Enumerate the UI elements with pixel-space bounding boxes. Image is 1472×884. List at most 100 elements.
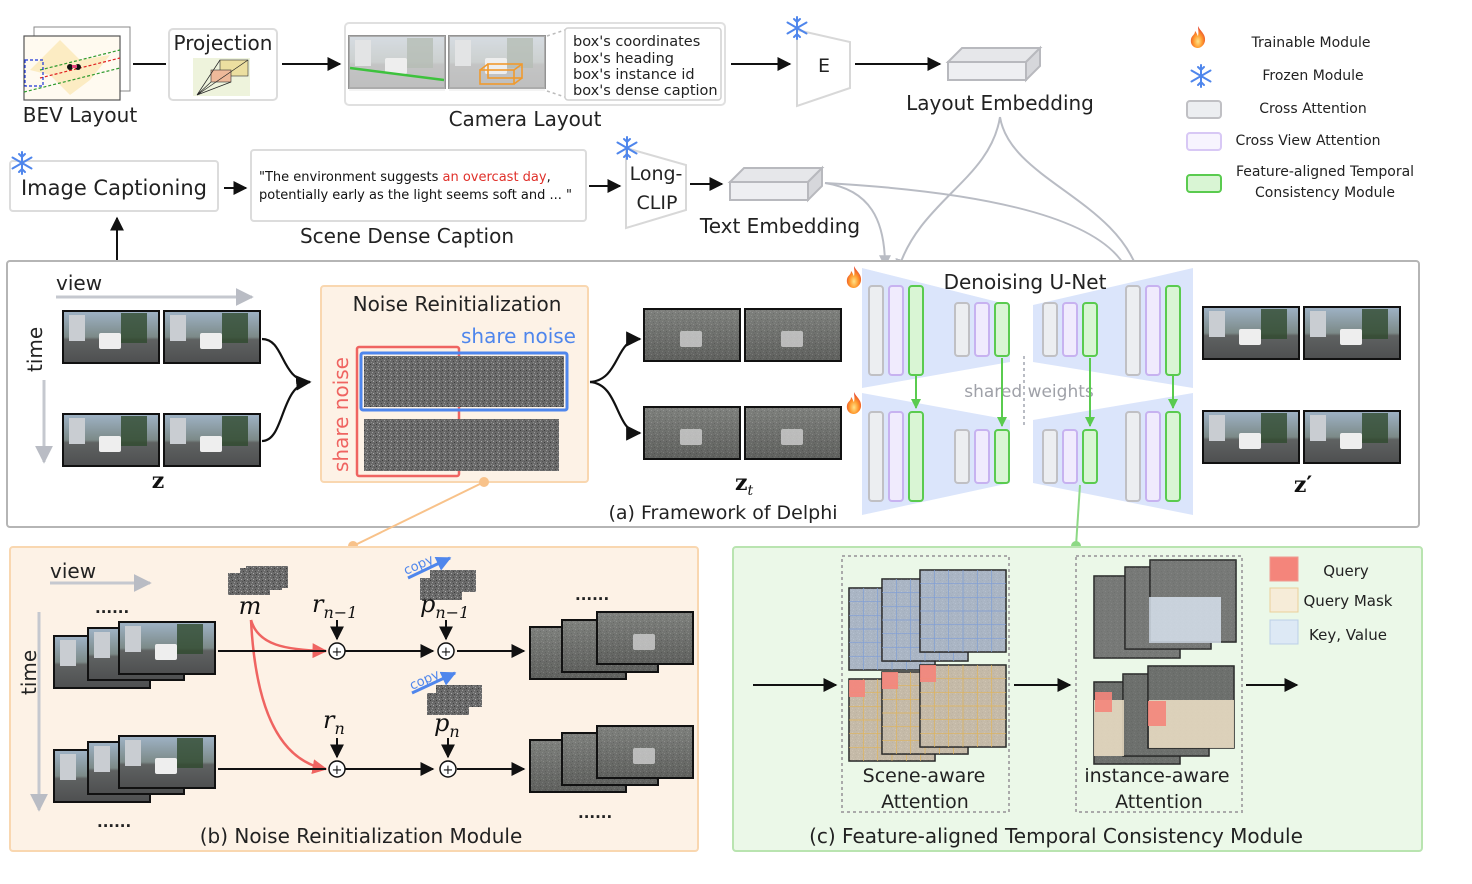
add-operator: + bbox=[439, 760, 457, 778]
text-embedding-block bbox=[727, 165, 825, 203]
projection-label: Projection bbox=[174, 31, 273, 55]
time-axis-label: time bbox=[17, 650, 41, 695]
query-cell bbox=[1095, 692, 1112, 712]
legend-ftc-line2: Consistency Module bbox=[1255, 185, 1395, 201]
m-label: m bbox=[239, 592, 262, 620]
gray-attention-block bbox=[954, 302, 970, 357]
legend-query-mask: Query Mask bbox=[1304, 592, 1393, 610]
legend-cross-attention: Cross Attention bbox=[1259, 101, 1366, 117]
image-captioning-label: Image Captioning bbox=[21, 176, 207, 200]
purple-attention-block bbox=[1145, 285, 1161, 376]
add-operator: + bbox=[328, 642, 346, 660]
key-value-region bbox=[1149, 597, 1221, 643]
share-noise-red-label: share noise bbox=[329, 357, 353, 472]
svg-text:+: + bbox=[332, 763, 343, 778]
temporal-module-caption: (c) Feature-aligned Temporal Consistency… bbox=[809, 824, 1303, 848]
gray-attention-block bbox=[1042, 302, 1058, 357]
longclip-label-1: Long- bbox=[630, 163, 683, 185]
unet-blocks bbox=[868, 285, 1181, 502]
r-label: rn bbox=[323, 706, 345, 738]
purple-attention-block bbox=[974, 429, 990, 484]
add-operator: + bbox=[437, 642, 455, 660]
attention-legend: Query Query Mask Key, Value bbox=[1269, 556, 1393, 645]
zoom-link bbox=[1075, 484, 1081, 547]
legend-query: Query bbox=[1323, 562, 1369, 580]
query-cell bbox=[920, 665, 936, 682]
gray-attention-block bbox=[868, 411, 884, 502]
legend-trainable: Trainable Module bbox=[1251, 35, 1371, 51]
r-prev-label: rn−1 bbox=[312, 590, 357, 622]
scene-aware-label-1: Scene-aware bbox=[863, 765, 986, 787]
denoising-unet: Denoising U-Net shared weights bbox=[846, 266, 1193, 515]
green-block-icon bbox=[1186, 174, 1222, 193]
legend-frozen: Frozen Module bbox=[1262, 68, 1363, 84]
z-label: z bbox=[152, 468, 165, 494]
layout-embedding-label: Layout Embedding bbox=[906, 91, 1094, 115]
green-attention-block bbox=[994, 429, 1010, 484]
box-attribute: box's instance id bbox=[573, 67, 695, 83]
purple-attention-block bbox=[1145, 411, 1161, 502]
ellipsis: ...... bbox=[95, 599, 129, 617]
add-operator: + bbox=[328, 760, 346, 778]
key-value-frame bbox=[919, 569, 1007, 653]
noise-tensor bbox=[364, 419, 559, 471]
view-axis-label: view bbox=[50, 559, 96, 583]
svg-text:+: + bbox=[332, 645, 343, 660]
layout-embedding-block bbox=[945, 45, 1043, 83]
bev-layout-label: BEV Layout bbox=[23, 103, 138, 127]
svg-text:+: + bbox=[443, 763, 454, 778]
encoder-label: E bbox=[818, 55, 830, 77]
legend-key-value: Key, Value bbox=[1309, 626, 1387, 644]
caption-line2: potentially early as the light seems sof… bbox=[259, 188, 572, 203]
text-embedding-label: Text Embedding bbox=[699, 214, 860, 238]
noise-module-caption: (b) Noise Reinitialization Module bbox=[200, 824, 523, 848]
p-label: pn bbox=[434, 709, 460, 741]
image-captioning-box: Image Captioning bbox=[9, 151, 219, 212]
box-attribute: box's dense caption bbox=[573, 83, 718, 99]
query-swatch bbox=[1269, 556, 1299, 582]
ellipsis: ...... bbox=[575, 586, 609, 604]
share-noise-blue-label: share noise bbox=[461, 324, 576, 348]
svg-text:+: + bbox=[441, 645, 452, 660]
green-attention-block bbox=[1165, 285, 1181, 376]
scene-aware-box bbox=[841, 555, 1010, 813]
noise-tensor bbox=[364, 356, 564, 407]
scene-caption-box: "The environment suggests an overcast da… bbox=[250, 149, 587, 222]
green-attention-block bbox=[994, 302, 1010, 357]
purple-attention-block bbox=[888, 285, 904, 376]
legend-cross-view: Cross View Attention bbox=[1235, 133, 1380, 149]
green-attention-block bbox=[1165, 411, 1181, 502]
encoder-E: E bbox=[786, 16, 851, 108]
legend-ftc-line1: Feature-aligned Temporal bbox=[1236, 164, 1414, 180]
green-attention-block bbox=[908, 411, 924, 502]
framework-caption: (a) Framework of Delphi bbox=[608, 502, 837, 524]
scene-dense-caption-label: Scene Dense Caption bbox=[300, 224, 514, 248]
purple-attention-block bbox=[1062, 429, 1078, 484]
purple-block-icon bbox=[1186, 132, 1222, 151]
green-attention-block bbox=[908, 285, 924, 376]
gray-block-icon bbox=[1186, 100, 1222, 119]
projection-box: Projection bbox=[168, 28, 278, 101]
instance-aware-label-1: instance-aware bbox=[1084, 765, 1229, 787]
gray-attention-block bbox=[1125, 411, 1141, 502]
shared-weights-label: shared weights bbox=[964, 382, 1094, 402]
box-attribute: box's heading bbox=[573, 51, 674, 67]
snowflake-icon bbox=[1190, 64, 1212, 88]
key-value-swatch bbox=[1269, 619, 1299, 645]
query-cell bbox=[1148, 701, 1166, 726]
embedding-connectors bbox=[824, 116, 1144, 280]
p-prev-label: pn−1 bbox=[420, 590, 469, 622]
green-attention-block bbox=[1082, 429, 1098, 484]
gray-attention-block bbox=[868, 285, 884, 376]
scene-aware-label-2: Attention bbox=[881, 791, 969, 813]
ellipsis: ...... bbox=[578, 804, 612, 822]
noise-reinit-title: Noise Reinitialization bbox=[353, 292, 562, 316]
purple-attention-block bbox=[974, 302, 990, 357]
gray-attention-block bbox=[1125, 285, 1141, 376]
caption-line1: "The environment suggests an overcast da… bbox=[259, 170, 551, 185]
longclip-encoder: Long- CLIP bbox=[616, 136, 687, 230]
green-attention-block bbox=[1082, 302, 1098, 357]
purple-attention-block bbox=[888, 411, 904, 502]
bev-layout bbox=[23, 26, 131, 101]
time-axis-label: time bbox=[23, 327, 47, 372]
